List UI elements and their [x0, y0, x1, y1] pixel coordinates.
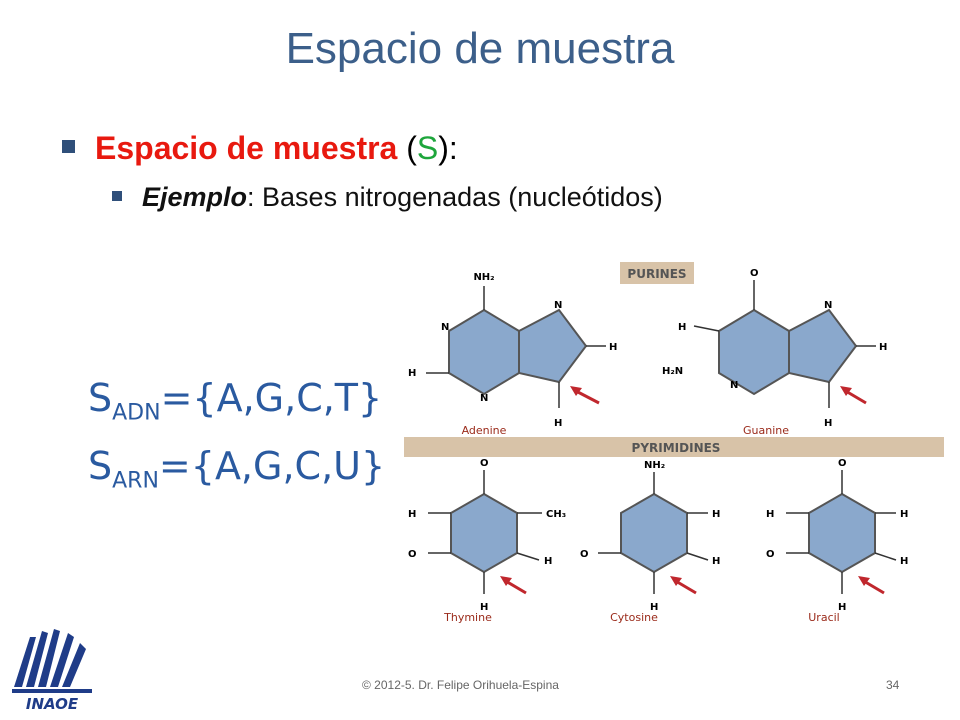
- guanine-structure: O H H₂N N N H H Guanine: [662, 268, 887, 437]
- svg-text:O: O: [480, 458, 489, 469]
- svg-text:H: H: [408, 509, 416, 520]
- sample-space-equations: SADN={A,G,C,T} SARN={A,G,C,U}: [88, 372, 385, 507]
- svg-text:N: N: [441, 322, 449, 333]
- eq-adn-sub: ADN: [112, 400, 161, 426]
- svg-text:H: H: [712, 556, 720, 567]
- bullet-symbol: S: [416, 130, 439, 166]
- purines-label: PURINES: [627, 267, 686, 281]
- eq-adn-set: ={A,G,C,T}: [160, 376, 383, 420]
- cytosine-structure: NH₂ H H O H Cytosine: [580, 460, 720, 624]
- svg-text:O: O: [408, 549, 417, 560]
- eq-adn-base: S: [88, 376, 113, 420]
- inaoe-logo: INAOE: [12, 629, 92, 713]
- adenine-structure: NH₂ N H N N H H Adenine: [408, 272, 617, 437]
- nitrogenous-bases-figure: PURINES PYRIMIDINES NH₂ N H N N H H Aden…: [404, 262, 944, 624]
- svg-text:H: H: [609, 342, 617, 353]
- footer-copyright: © 2012-5. Dr. Felipe Orihuela-Espina: [362, 678, 559, 692]
- svg-text:H: H: [408, 368, 416, 379]
- equation-arn: SARN={A,G,C,U}: [88, 440, 385, 508]
- eq-arn-base: S: [88, 443, 113, 488]
- pyrimidines-banner: [404, 437, 944, 457]
- svg-text:NH₂: NH₂: [644, 460, 665, 471]
- svg-text:N: N: [824, 300, 832, 311]
- bullet-square-icon: [62, 140, 75, 154]
- inaoe-logo-text: INAOE: [26, 695, 79, 713]
- svg-text:N: N: [554, 300, 562, 311]
- example-text: : Bases nitrogenadas (nucleótidos): [247, 182, 663, 212]
- example-label: Ejemplo: [142, 182, 248, 212]
- svg-text:H: H: [650, 602, 658, 613]
- equation-adn: SADN={A,G,C,T}: [88, 372, 385, 440]
- svg-text:H: H: [678, 322, 686, 333]
- svg-text:O: O: [750, 268, 759, 279]
- svg-text:O: O: [580, 549, 589, 560]
- svg-text:H: H: [480, 602, 488, 613]
- pyrimidines-label: PYRIMIDINES: [632, 441, 721, 455]
- svg-text:NH₂: NH₂: [473, 272, 494, 283]
- svg-text:N: N: [730, 380, 738, 391]
- svg-text:H₂N: H₂N: [662, 366, 683, 377]
- svg-text:H: H: [824, 418, 832, 429]
- inaoe-logo-mark: [12, 629, 92, 693]
- svg-text:H: H: [544, 556, 552, 567]
- adenine-label: Adenine: [462, 424, 507, 437]
- thymine-label: Thymine: [443, 611, 492, 624]
- svg-text:H: H: [838, 602, 846, 613]
- thymine-structure: O CH₃ H H O H Thymine: [408, 458, 566, 624]
- svg-text:N: N: [480, 393, 488, 404]
- svg-text:H: H: [766, 509, 774, 520]
- purines-banner: [620, 262, 694, 284]
- cytosine-label: Cytosine: [610, 611, 658, 624]
- svg-text:H: H: [554, 418, 562, 429]
- eq-arn-set: ={A,G,C,U}: [158, 443, 386, 488]
- bullet-example: Ejemplo: Bases nitrogenadas (nucleótidos…: [112, 182, 663, 213]
- svg-text:O: O: [838, 458, 847, 469]
- svg-text:O: O: [766, 549, 775, 560]
- page-number: 34: [886, 678, 900, 692]
- sub-bullet-square-icon: [112, 190, 122, 201]
- svg-text:CH₃: CH₃: [546, 509, 566, 520]
- svg-text:H: H: [712, 509, 720, 520]
- bullet-sample-space: Espacio de muestra (S):: [62, 130, 458, 167]
- bullet-open-paren: (: [397, 130, 417, 166]
- bullet-close: ):: [438, 130, 458, 166]
- svg-text:H: H: [879, 342, 887, 353]
- uracil-label: Uracil: [808, 611, 839, 624]
- bullet-bold-term: Espacio de muestra: [95, 130, 398, 166]
- guanine-label: Guanine: [743, 424, 789, 437]
- slide-title: Espacio de muestra: [285, 24, 675, 73]
- uracil-structure: O H H H O H Uracil: [766, 458, 908, 624]
- eq-arn-sub: ARN: [112, 468, 159, 494]
- svg-text:H: H: [900, 556, 908, 567]
- svg-text:H: H: [900, 509, 908, 520]
